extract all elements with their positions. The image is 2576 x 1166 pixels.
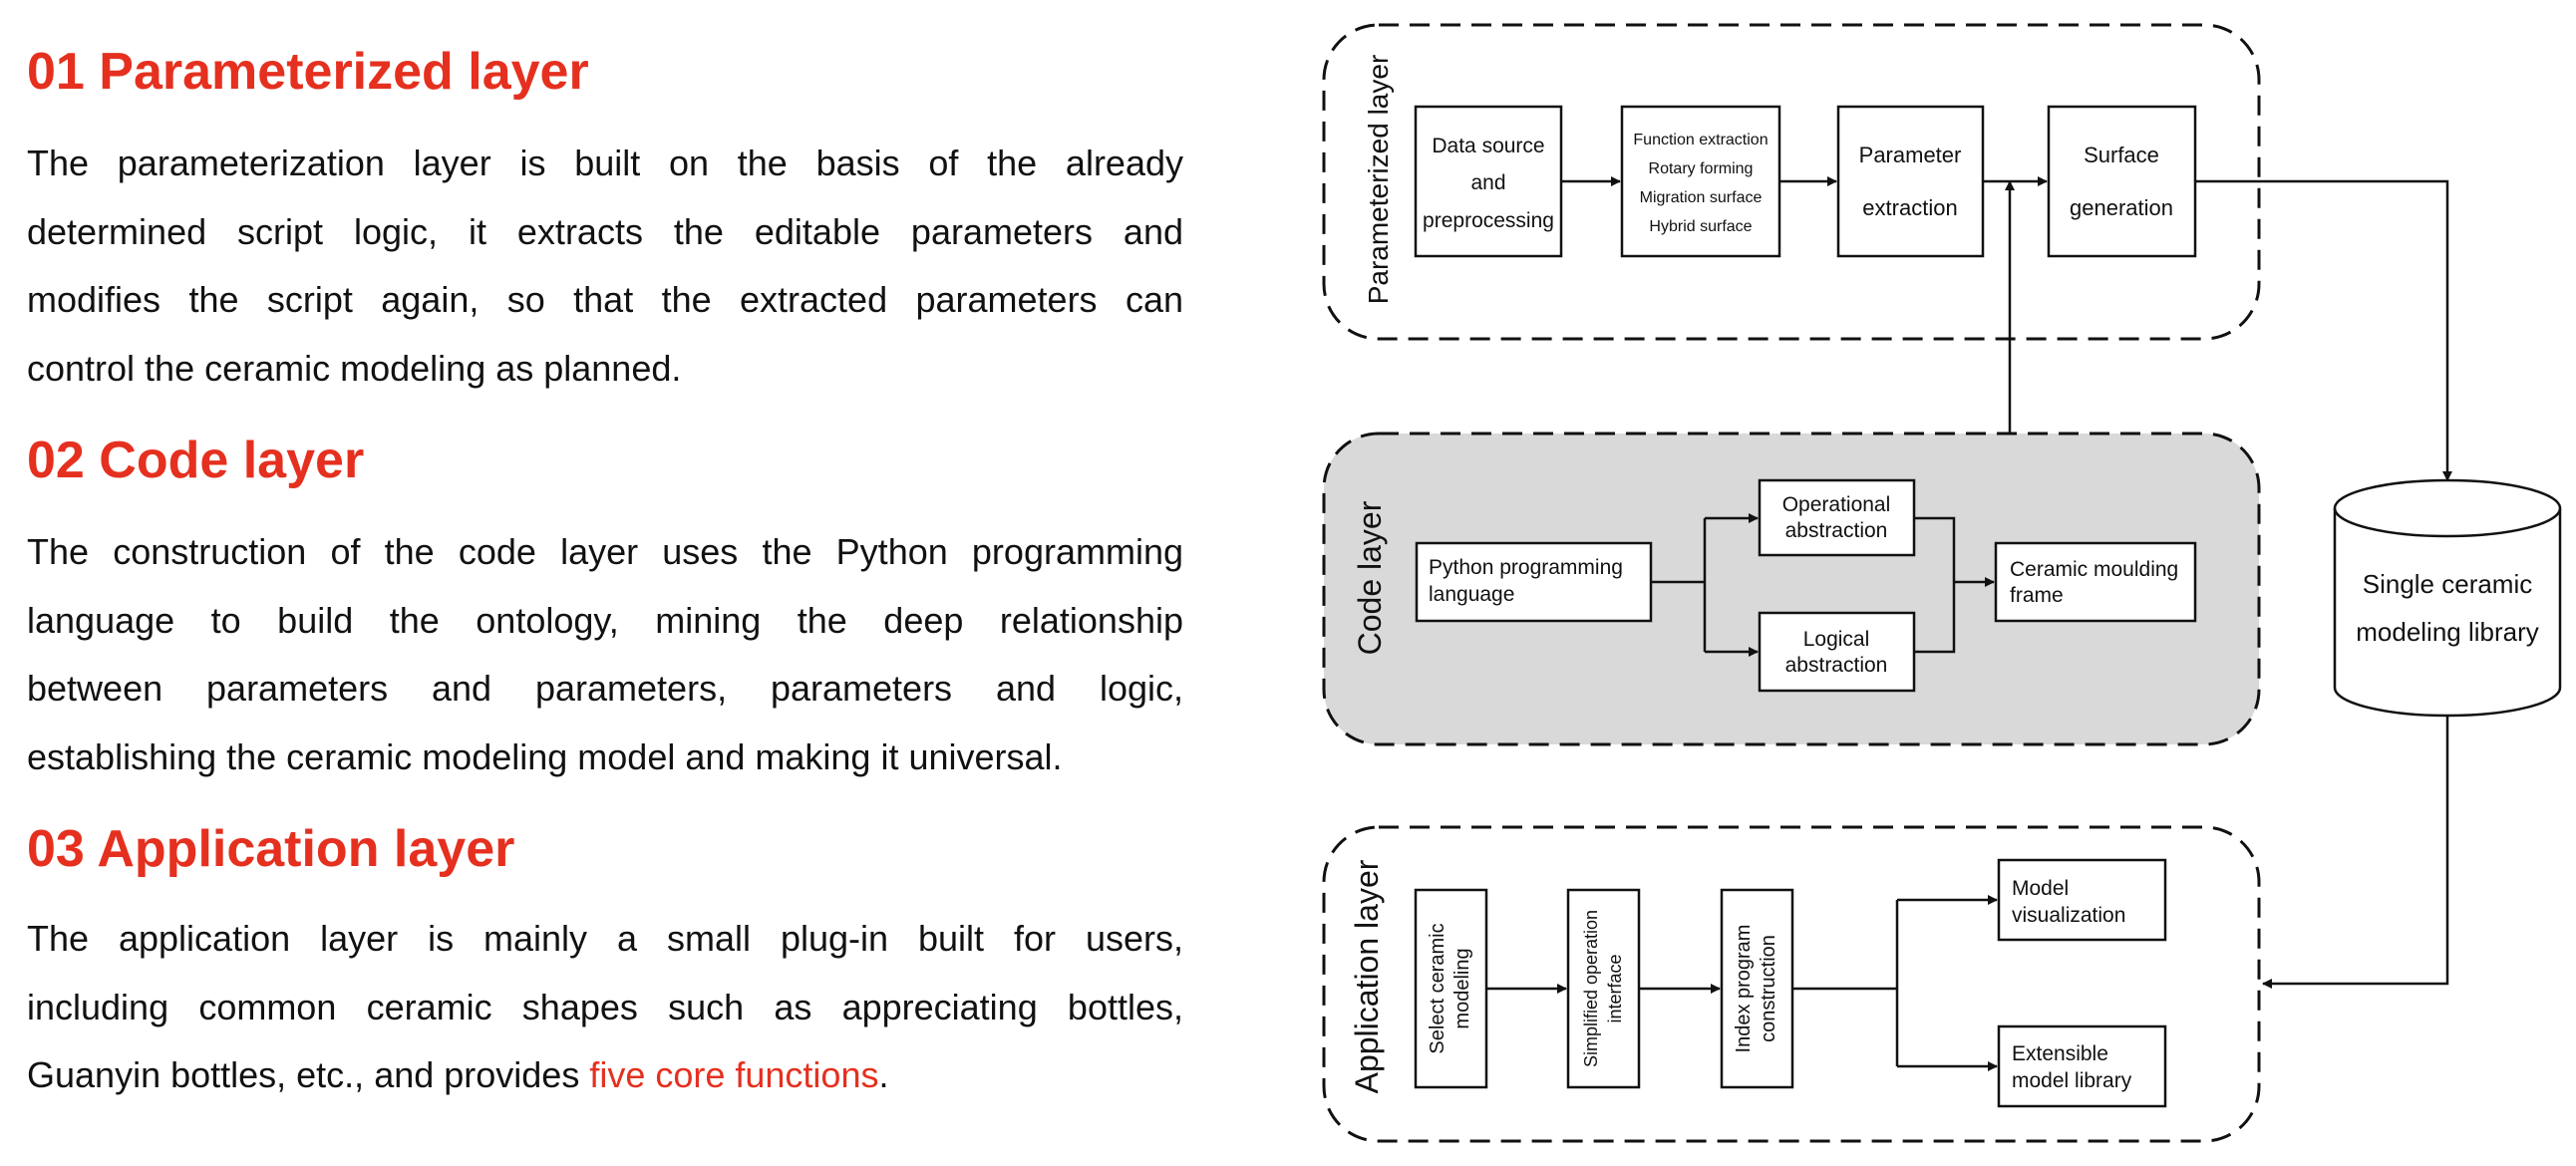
box-text: modeling <box>1451 948 1473 1028</box>
body-line: modifies the script again, so that the e… <box>27 279 1183 320</box>
application-layer-label: Application layer <box>1349 859 1385 1093</box>
box-text: Simplified operation <box>1581 910 1601 1067</box>
box-text: Data source <box>1432 135 1544 157</box>
function-box <box>1620 105 1781 258</box>
box-text: Logical <box>1803 628 1870 651</box>
extensible-model-library-box <box>1997 1024 2167 1108</box>
box-text: Surface <box>2084 143 2159 167</box>
logical-abstraction-box <box>1758 611 1916 693</box>
box-text: Function extraction <box>1633 132 1768 148</box>
select-ceramic-modeling-box <box>1414 888 1488 1089</box>
box-text: abstraction <box>1785 519 1888 542</box>
section-title-application: 03 Application layer <box>27 820 515 878</box>
body-line-last: Guanyin bottles, etc., and provides five… <box>27 1041 1183 1110</box>
body-line: including common ceramic shapes such as … <box>27 986 1183 1027</box>
box-text: extraction <box>1862 195 1957 220</box>
library-cylinder <box>2333 478 2562 718</box>
box-text: Rotary forming <box>1649 160 1754 177</box>
box-text: frame <box>2010 584 2064 607</box>
box-text: Hybrid surface <box>1649 218 1752 235</box>
index-program-construction-box <box>1720 888 1794 1089</box>
body-line: The construction of the code layer uses … <box>27 531 1183 572</box>
box-text: language <box>1429 583 1514 606</box>
box-text: Index program <box>1733 925 1755 1053</box>
parameterized-layer-label: Parameterized layer <box>1363 55 1394 305</box>
box-text: Python programming <box>1429 556 1623 579</box>
box-text: Model <box>2012 877 2069 900</box>
box-text: and <box>1470 171 1505 194</box>
section-body-parameterized: The parameterization layer is built on t… <box>27 130 1183 403</box>
box-text: model library <box>2012 1069 2132 1092</box>
code-layer-container <box>1322 432 2261 746</box>
box-text: preprocessing <box>1423 209 1554 232</box>
highlight-five-core-functions: five core functions <box>589 1054 879 1095</box>
box-text: Ceramic moulding <box>2010 558 2178 581</box>
arrow <box>2195 179 2452 481</box>
box-text: abstraction <box>1785 654 1888 677</box>
application-layer-container <box>1322 825 2261 1143</box>
body-line: determined script logic, it extracts the… <box>27 210 1183 252</box>
ceramic-moulding-frame-box <box>1994 541 2197 623</box>
library-text: modeling library <box>2356 617 2539 647</box>
body-line: establishing the ceramic modeling model … <box>27 735 1063 777</box>
body-line: The application layer is mainly a small … <box>27 918 1183 959</box>
section-title-code: 02 Code layer <box>27 432 365 489</box>
section-body-code: The construction of the code layer uses … <box>27 518 1183 791</box>
section-body-application: The application layer is mainly a small … <box>27 905 1183 1110</box>
surface-generation-box <box>2047 105 2197 258</box>
arrow <box>2262 716 2449 989</box>
operational-abstraction-box <box>1758 478 1916 557</box>
body-line: language to build the ontology, mining t… <box>27 599 1183 641</box>
section-title-parameterized: 01 Parameterized layer <box>27 43 589 101</box>
body-line: The parameterization layer is built on t… <box>27 143 1183 183</box>
library-text: Single ceramic <box>2363 569 2533 599</box>
body-line: between parameters and parameters, param… <box>27 668 1183 709</box>
box-text: Migration surface <box>1640 189 1763 206</box>
box-text: interface <box>1605 954 1625 1022</box>
body-text: . <box>878 1054 889 1095</box>
connector <box>1914 516 1956 654</box>
box-text: Operational <box>1782 493 1891 516</box>
box-text: Select ceramic <box>1427 923 1449 1053</box>
parameter-extraction-box <box>1836 105 1985 258</box>
box-text: Extensible <box>2012 1042 2108 1065</box>
box-text: visualization <box>2012 904 2125 927</box>
body-line: control the ceramic modeling as planned. <box>27 347 682 389</box>
box-text: Parameter <box>1859 143 1962 167</box>
python-box <box>1415 541 1653 623</box>
parameterized-layer-container <box>1322 23 2261 341</box>
body-text: Guanyin bottles, etc., and provides <box>27 1054 590 1095</box>
box-text: generation <box>2070 195 2173 220</box>
code-layer-label: Code layer <box>1352 500 1388 655</box>
model-visualization-box <box>1997 858 2167 942</box>
box-text: construction <box>1758 935 1779 1042</box>
simplified-operation-interface-box <box>1566 888 1641 1089</box>
